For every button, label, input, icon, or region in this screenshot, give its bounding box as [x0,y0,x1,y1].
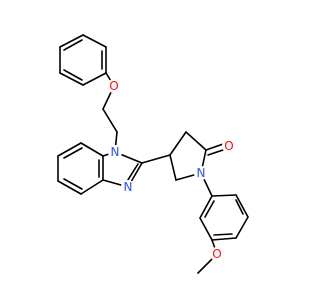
bond [141,154,171,164]
ether-oxygen-label: O [109,79,118,93]
bond [169,154,177,181]
atom-label-layer: O N N N O O [107,79,236,261]
bond [63,178,83,190]
bond [235,194,249,218]
bond [169,131,187,156]
n1-nitrogen-atom: N [108,145,122,159]
bond [211,194,237,197]
bond [80,142,104,157]
n3-nitrogen-label: N [124,180,133,194]
bond [57,180,82,195]
bond [207,148,227,156]
bond [213,233,233,236]
lactam-nitrogen-label: N [197,166,206,180]
bond [211,237,237,241]
bond [59,72,84,86]
bond [235,216,249,239]
bond [82,72,107,86]
bond [199,217,213,241]
ether-oxygen-atom: O [107,79,121,93]
bond [199,195,213,219]
bond [63,69,83,81]
carbonyl-oxygen-atom: O [222,139,236,153]
carbonyl-oxygen-label: O [224,139,233,153]
molecule-diagram: O N N N O O [57,34,249,274]
structure-drawing: O N N N O O [57,34,249,274]
n1-nitrogen-label: N [111,145,120,159]
bond [63,39,83,51]
bond [102,108,118,133]
bond [235,199,244,215]
bond [185,131,207,151]
methoxy-oxygen-atom: O [210,247,224,261]
bond [57,142,82,157]
methoxy-oxygen-label: O [212,247,221,261]
bond [82,34,107,48]
bond [125,163,139,184]
lactam-nitrogen-atom: N [194,166,208,180]
bond [59,34,84,48]
bond [204,200,215,218]
n3-nitrogen-atom: N [121,180,135,194]
bond [63,147,83,159]
bond [80,179,104,195]
bond-layer [57,34,249,274]
